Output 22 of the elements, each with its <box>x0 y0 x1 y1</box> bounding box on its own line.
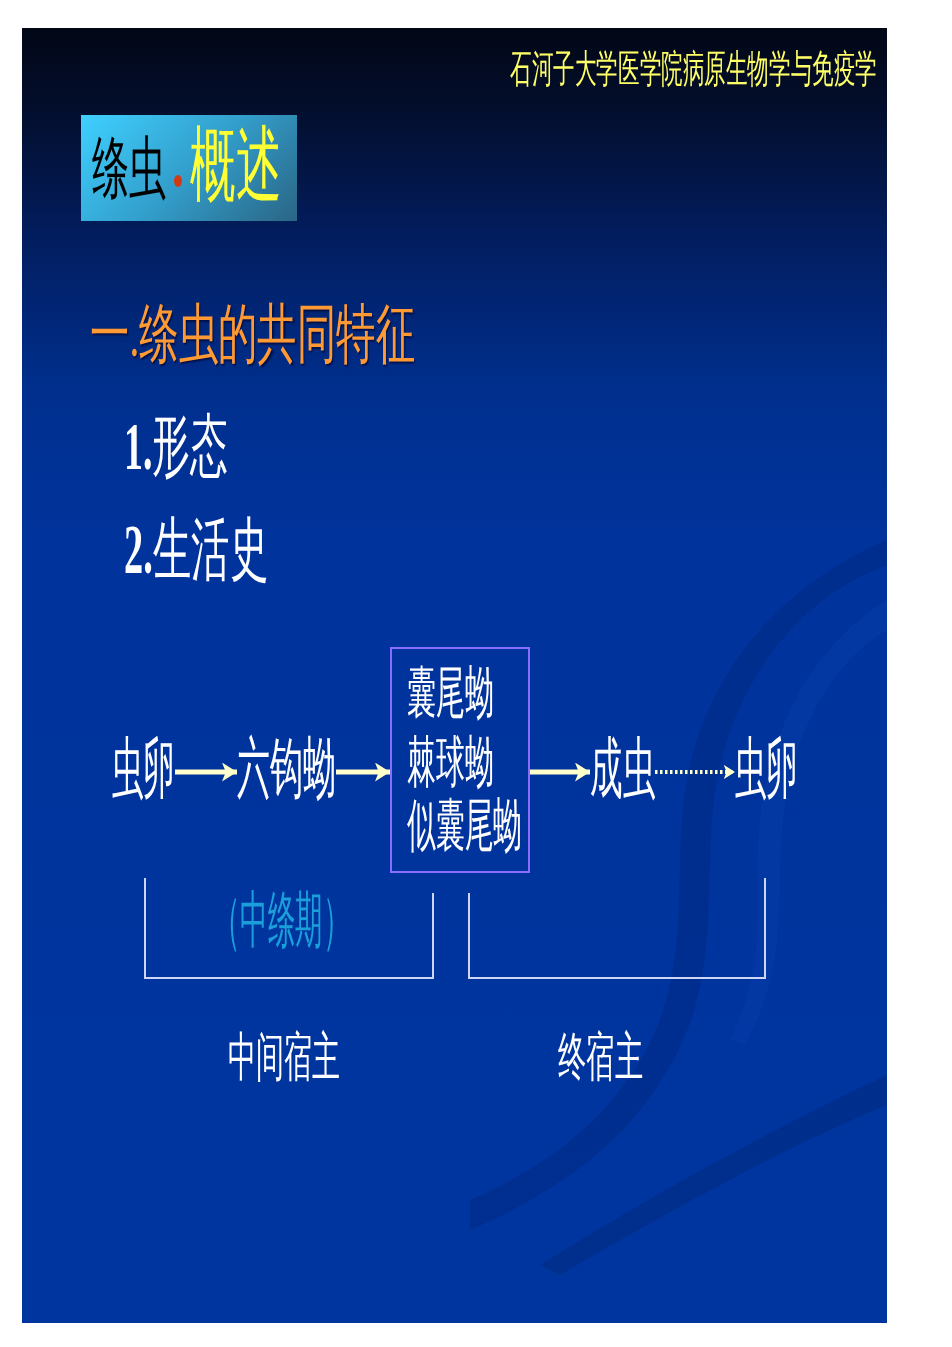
section-heading: 一.绦虫的共同特征 <box>90 302 416 367</box>
title-text: 绦虫 <box>92 133 166 202</box>
arrow <box>336 764 390 780</box>
stage-label: 虫卵 <box>112 734 175 802</box>
list-item: 1.形态 <box>124 411 228 480</box>
header-text: 石河子大学医学院病原生物学与免疫学 <box>510 50 877 90</box>
stage-box <box>390 647 530 873</box>
stage-note: （中绦期） <box>213 890 350 952</box>
list-item: 2.生活史 <box>124 514 268 584</box>
stage-label: 似囊尾蚴 <box>407 797 522 856</box>
stage-label: 棘球蚴 <box>407 734 494 791</box>
stage-label: 囊尾蚴 <box>407 664 494 722</box>
stage-label: 六钩蚴 <box>237 734 336 802</box>
title-box <box>81 115 297 221</box>
arrow <box>530 764 590 780</box>
host-label: 中间宿主 <box>228 1030 340 1084</box>
arrow <box>175 764 237 780</box>
arrow <box>655 766 735 778</box>
stage-label: 虫卵 <box>735 734 798 802</box>
stage-label: 成虫 <box>590 734 655 802</box>
title-text: 概述 <box>190 124 281 208</box>
host-label: 终宿主 <box>558 1030 643 1084</box>
